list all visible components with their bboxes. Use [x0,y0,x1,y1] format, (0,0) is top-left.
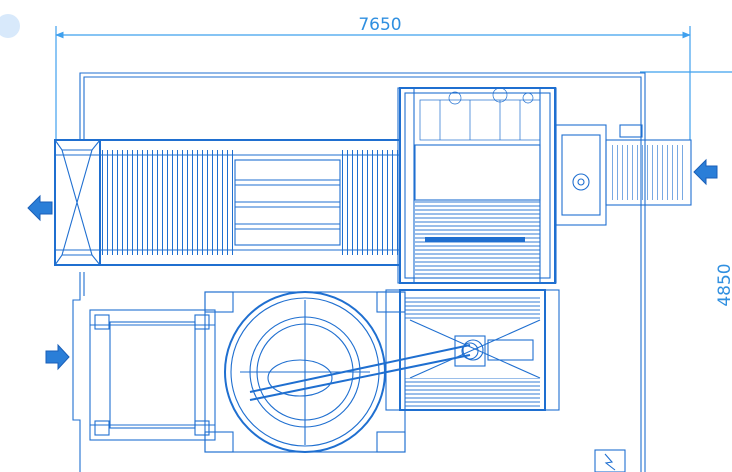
width-label: 7650 [358,15,401,35]
pallet-station [89,309,216,441]
circle-badge-icon [0,14,20,38]
height-label: 4850 [715,263,732,306]
outfeed-roller-conveyor [385,289,560,411]
width-dimension: 7650 [55,15,691,140]
safety-fence [72,72,646,472]
robot-turntable [204,291,486,453]
height-dimension: 4850 [640,71,732,307]
arrow-icon [27,158,718,371]
high-voltage-icon [604,453,616,471]
infeed-roller-conveyor [53,139,401,266]
bagging-machine [397,87,692,284]
electrical-cabinet [594,449,626,472]
